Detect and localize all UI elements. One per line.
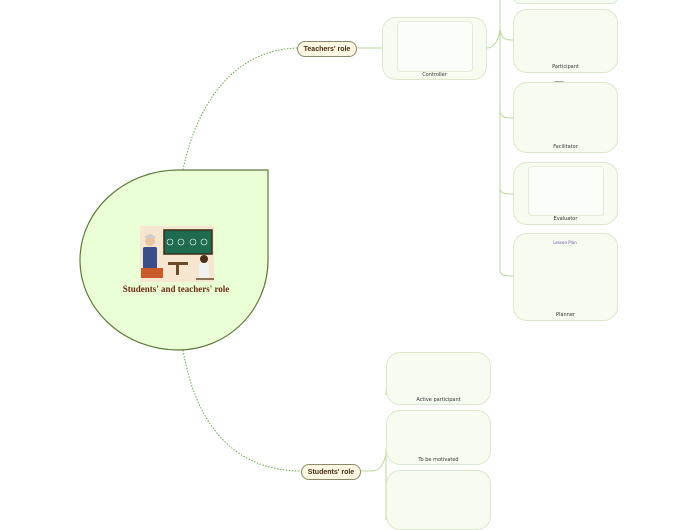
card-participant-label: Participant — [552, 64, 579, 70]
card-active-participant-label: Active participant — [416, 397, 461, 403]
connector-to-evaluator — [499, 110, 514, 195]
card-planner-label: Planner — [556, 312, 575, 318]
card-to-be-motivated-label: To be motivated — [418, 457, 459, 463]
central-topic-title[interactable]: Students' and teachers' role — [122, 284, 230, 294]
connector-central-students — [182, 349, 301, 472]
connector-controller-tree — [486, 0, 501, 49]
connector-to-participant — [499, 29, 514, 41]
card-controller[interactable] — [382, 17, 487, 80]
connector-to-planner — [499, 188, 514, 277]
branch-teachers-role[interactable]: Teachers' role — [297, 41, 357, 57]
card-evaluator[interactable] — [513, 162, 618, 225]
card-to-be-motivated[interactable] — [386, 410, 491, 465]
card-facilitator-label: Facilitator — [553, 144, 578, 150]
card-top-cropped[interactable] — [513, 0, 618, 4]
card-planner[interactable] — [513, 233, 618, 321]
card-student-third[interactable] — [386, 470, 491, 530]
branch-students-role[interactable]: Students' role — [301, 464, 361, 480]
lesson-plan-title: Lesson Plan — [553, 240, 577, 245]
teacher-chalkboard-illustration — [140, 226, 214, 282]
connector-students-tree — [360, 454, 387, 520]
card-active-participant[interactable] — [386, 352, 491, 405]
card-participant[interactable] — [513, 9, 618, 73]
connector-to-facilitator — [499, 30, 514, 119]
card-evaluator-label: Evaluator — [553, 216, 578, 222]
connector-central-teachers — [182, 47, 298, 171]
card-facilitator[interactable] — [513, 82, 618, 153]
card-controller-label: Controller — [422, 72, 447, 78]
